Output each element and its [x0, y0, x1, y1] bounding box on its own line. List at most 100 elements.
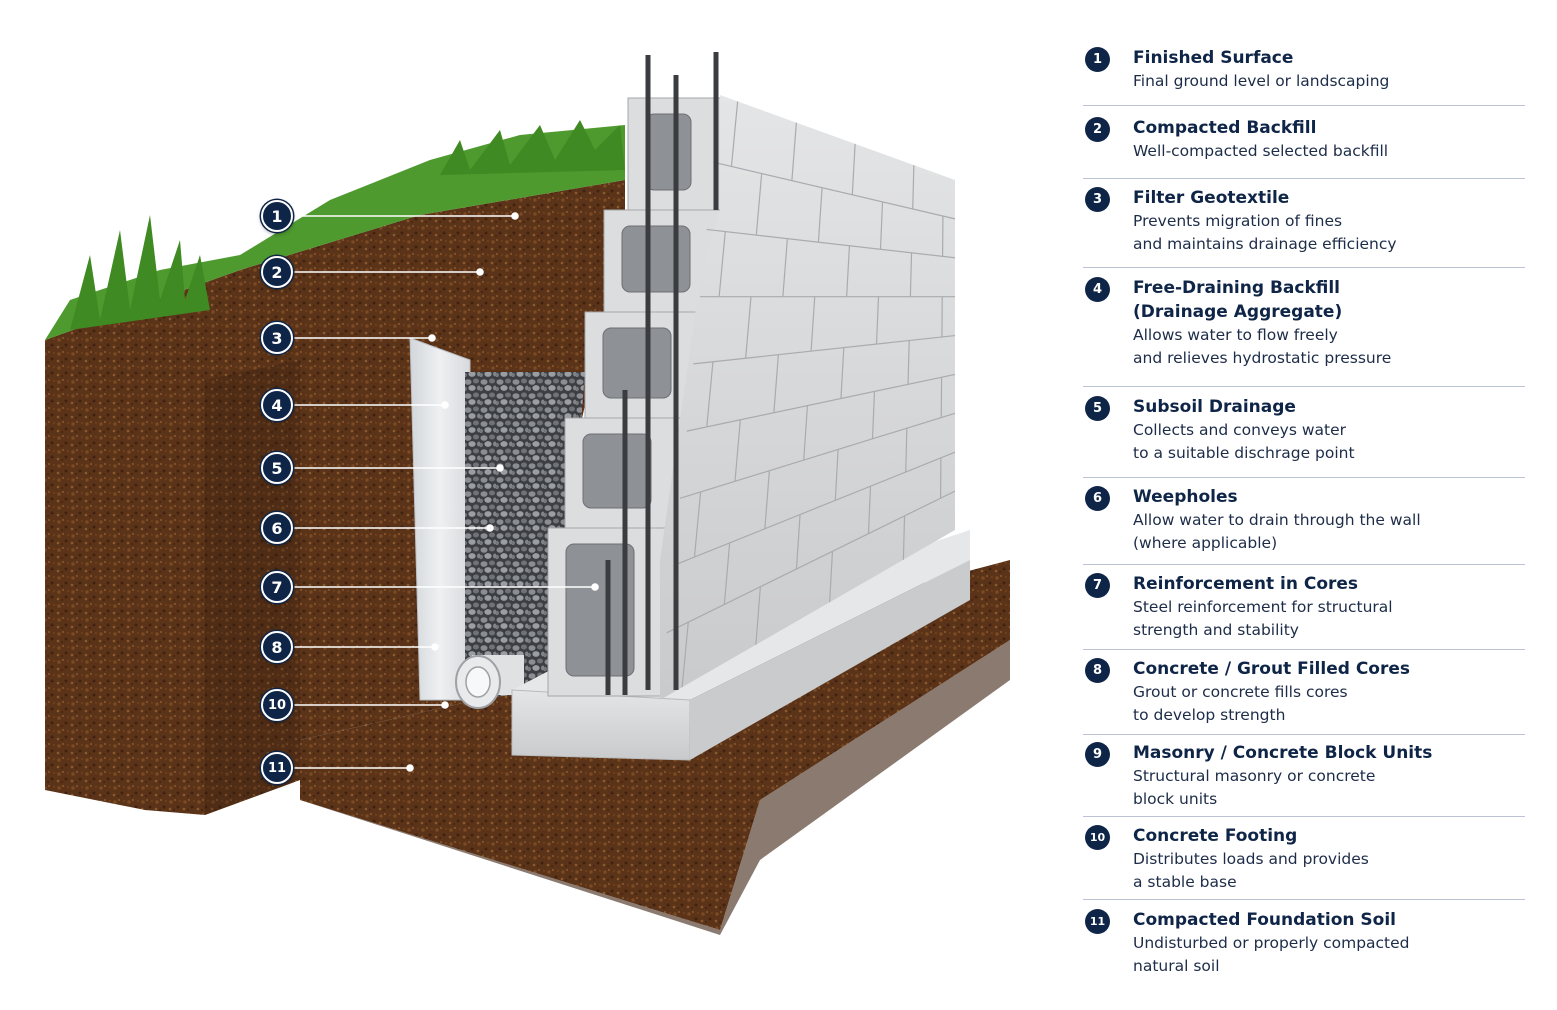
mortar-joint — [679, 412, 956, 499]
legend-description: Structural masonry or concrete block uni… — [1133, 767, 1376, 808]
legend-title: Subsoil Drainage — [1133, 397, 1296, 417]
block-core — [621, 225, 691, 293]
callout-badge: 2 — [261, 256, 293, 288]
legend-description: Undisturbed or properly compacted natura… — [1133, 934, 1410, 975]
legend-description: Final ground level or landscaping — [1133, 72, 1390, 90]
callout-badge: 3 — [261, 322, 293, 354]
legend-title: Filter Geotextile — [1133, 188, 1290, 208]
mortar-joint — [875, 296, 880, 345]
mortar-joint — [718, 231, 726, 297]
mortar-joint — [693, 491, 702, 558]
mortar-joint — [723, 542, 731, 605]
legend-number-badge: 3 — [1085, 187, 1110, 212]
mortar-joint — [907, 340, 910, 385]
block-wall-joints — [666, 101, 956, 688]
grass-tufts — [70, 120, 625, 330]
callout-leader-dot — [476, 268, 484, 276]
concrete-footing-front — [511, 689, 691, 761]
block-wall-face — [660, 95, 955, 700]
callout-leader-dot — [511, 212, 519, 220]
legend-number-badge: 6 — [1085, 486, 1110, 511]
legend-title: Weepholes — [1133, 487, 1238, 507]
mortar-joint — [851, 143, 856, 195]
mortar-joint — [840, 347, 845, 399]
mortar-joint — [673, 451, 956, 567]
mortar-joint — [666, 490, 956, 634]
block-core — [582, 433, 652, 509]
legend-item: 4 Free-Draining Backfill (Drainage Aggreg… — [1083, 276, 1525, 387]
mortar-joint — [745, 296, 752, 359]
subsoil-drain-pipe — [455, 655, 524, 709]
legend-description: Allow water to drain through the wall (w… — [1133, 511, 1421, 552]
mortar-joint — [706, 361, 714, 427]
mortar-joint — [730, 101, 739, 167]
legend-number-badge: 7 — [1085, 573, 1110, 598]
filter-geotextile — [409, 337, 471, 701]
legend-title: Free-Draining Backfill (Drainage Aggrega… — [1133, 278, 1343, 322]
legend-title: Compacted Backfill — [1133, 118, 1317, 138]
legend-number-badge: 2 — [1085, 117, 1110, 142]
mortar-joint — [782, 238, 788, 297]
legend-description: Well-compacted selected backfill — [1133, 142, 1389, 160]
mortar-joint — [755, 173, 763, 236]
mortar-joint — [905, 428, 908, 473]
mortar-joint — [829, 551, 834, 603]
legend-title: Compacted Foundation Soil — [1133, 910, 1397, 930]
callout-badge: 7 — [261, 571, 293, 603]
legend-number-badge: 8 — [1085, 658, 1110, 683]
legend-description: Allows water to flow freely and relieves… — [1133, 326, 1392, 367]
mortar-joint — [817, 187, 823, 243]
callout-badge: 10 — [261, 689, 293, 721]
mortar-joint — [879, 201, 884, 250]
legend-number-badge: 9 — [1085, 742, 1110, 767]
legend-number-badge: 10 — [1085, 825, 1110, 850]
cross-section-illustration — [45, 52, 1010, 935]
callout-leader-dot — [406, 764, 414, 772]
mortar-joint — [764, 470, 770, 529]
legend-number-badge: 4 — [1085, 277, 1110, 302]
block-core — [602, 327, 672, 399]
retaining-wall-diagram — [45, 52, 1010, 935]
mortar-joint — [693, 334, 956, 365]
mortar-joint — [909, 252, 913, 297]
callout-badge: 4 — [261, 389, 293, 421]
block-core — [645, 113, 692, 191]
block-core — [565, 543, 635, 677]
callout-leader-dot — [428, 334, 436, 342]
mortar-joint — [810, 296, 816, 352]
legend-title: Concrete / Grout Filled Cores — [1133, 659, 1411, 679]
callout-badge: 1 — [261, 200, 293, 232]
legend-number-badge: 5 — [1085, 396, 1110, 421]
legend-description: Steel reinforcement for structural stren… — [1133, 598, 1393, 639]
concrete-footing-side — [690, 560, 970, 760]
mortar-joint — [706, 228, 956, 259]
mortar-joint — [912, 165, 915, 209]
mortar-joint — [846, 245, 851, 297]
callout-leader-dot — [496, 464, 504, 472]
callout-badge: 5 — [261, 452, 293, 484]
mortar-joint — [795, 514, 801, 570]
mortar-joint — [834, 449, 839, 501]
legend-title: Concrete Footing — [1133, 826, 1298, 846]
mortar-joint — [803, 405, 809, 461]
legend-description: Collects and conveys water to a suitable… — [1133, 421, 1355, 462]
mortar-joint — [773, 354, 779, 413]
mortar-joint — [871, 391, 876, 439]
reinforcement-bars — [605, 52, 719, 695]
mortar-joint — [686, 373, 956, 432]
callout-leader-dot — [431, 643, 439, 651]
mortar-joint — [902, 515, 906, 560]
callout-leaders — [294, 212, 599, 772]
legend-title: Masonry / Concrete Block Units — [1133, 743, 1433, 763]
mortar-joint — [755, 586, 761, 645]
